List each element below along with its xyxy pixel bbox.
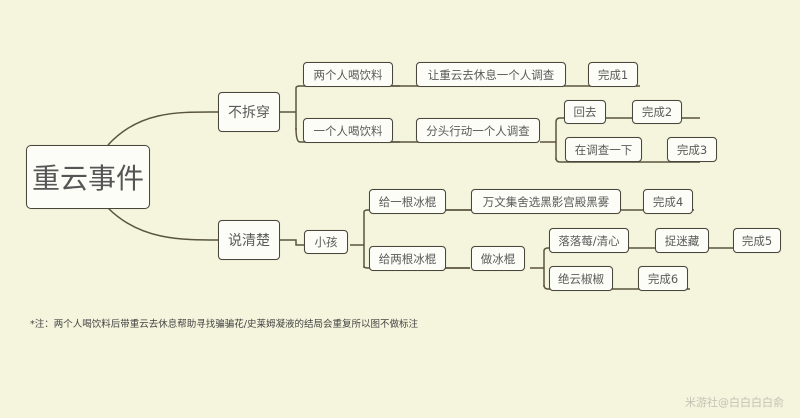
node-give-two-popsicles[interactable]: 给两根冰棍 [369,246,446,271]
node-ending-2[interactable]: 完成2 [632,100,682,124]
node-label: 做冰棍 [480,251,516,266]
footnote: *注：两个人喝饮料后带重云去休息帮助寻找骗骗花/史莱姆凝液的结局会重复所以图不做… [30,319,418,330]
node-label: 完成4 [652,194,684,209]
branch-label: 不拆穿 [228,105,270,121]
node-label: 两个人喝饮料 [313,67,383,82]
node-label: 完成5 [741,233,773,248]
node-label: 给两根冰棍 [378,251,437,266]
node-one-person-drink[interactable]: 一个人喝饮料 [303,118,393,143]
node-label: 分头行动一个人调查 [426,123,530,138]
node-ending-4[interactable]: 完成4 [643,189,693,214]
node-label: 小孩 [314,235,338,249]
node-hide-and-seek[interactable]: 捉迷藏 [655,228,709,253]
node-give-one-popsicle[interactable]: 给一根冰棍 [369,189,446,214]
node-jueyun-chili[interactable]: 绝云椒椒 [549,266,613,291]
node-child[interactable]: 小孩 [304,230,348,254]
node-label: 万文集舍选黑影宫殿黑雾 [482,194,610,209]
node-label: 捉迷藏 [664,233,700,248]
node-ending-6[interactable]: 完成6 [638,266,688,291]
node-split-up[interactable]: 分头行动一个人调查 [416,118,540,143]
node-label: 一个人喝饮料 [313,123,383,138]
node-label: 落落莓/清心 [558,233,620,248]
node-ending-1[interactable]: 完成1 [588,62,638,87]
node-label: 完成6 [647,271,679,286]
node-label: 在调查一下 [574,142,633,157]
branch-node-shuo-qing-chu[interactable]: 说清楚 [218,220,280,260]
node-label: 完成2 [641,105,673,119]
node-ending-3[interactable]: 完成3 [667,137,717,162]
branch-label: 说清楚 [228,233,270,249]
branch-node-bu-chai-chuan[interactable]: 不拆穿 [218,92,280,132]
node-two-people-drink[interactable]: 两个人喝饮料 [303,62,393,87]
node-investigate-more[interactable]: 在调查一下 [565,137,642,162]
node-berry-qingxin[interactable]: 落落莓/清心 [549,228,629,253]
watermark: 米游社@白白白白俞 [685,396,784,409]
node-label: 给一根冰棍 [378,194,437,209]
node-make-popsicle[interactable]: 做冰棍 [471,246,525,271]
root-node[interactable]: 重云事件 [26,145,150,209]
node-label: 回去 [573,105,597,119]
node-wanwen-choice[interactable]: 万文集舍选黑影宫殿黑雾 [471,189,621,214]
node-ending-5[interactable]: 完成5 [733,228,781,253]
root-node-label: 重云事件 [31,162,144,195]
node-label: 让重云去休息一个人调查 [427,67,555,82]
node-go-back[interactable]: 回去 [564,100,606,124]
node-label: 绝云椒椒 [558,271,604,286]
node-label: 完成1 [597,67,629,82]
node-let-chongyun-rest[interactable]: 让重云去休息一个人调查 [416,62,566,87]
node-label: 完成3 [676,142,708,157]
